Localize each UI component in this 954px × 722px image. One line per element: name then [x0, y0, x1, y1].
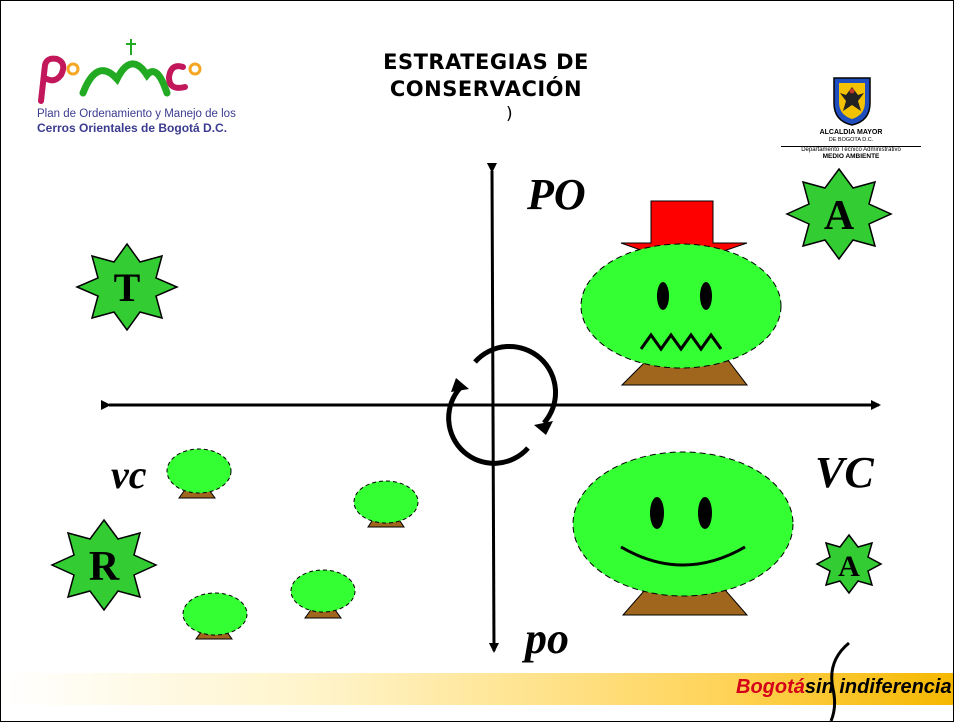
alcaldia-line3: Departamento Técnico Administrativo [781, 146, 921, 154]
footer-bar [1, 673, 953, 705]
brushstroke-icon [829, 641, 850, 721]
alcaldia-line4: MEDIO AMBIENTE [822, 153, 880, 160]
pomco-subtitle-line2: Cerros Orientales de Bogotá D.C. [37, 121, 228, 135]
star-badge-icon: A [785, 167, 893, 261]
star-badge-icon: A [815, 533, 883, 595]
footer-brand: Bogotásin indiferencia [736, 676, 952, 699]
page-title: ESTRATEGIAS DE CONSERVACIÓN [383, 50, 589, 101]
sad-tree-icon [580, 243, 782, 386]
alcaldia-line1: ALCALDIA MAYOR [819, 129, 883, 136]
svg-text:A: A [838, 550, 860, 583]
label-po-high: PO [527, 170, 586, 219]
pomco-logo-icon [38, 39, 202, 104]
label-po-low: po [525, 614, 569, 663]
label-vc-high: VC [815, 448, 874, 497]
svg-text:R: R [89, 544, 120, 590]
rotation-arrows-icon [446, 343, 559, 466]
small-tree-icon [290, 569, 356, 619]
small-tree-icon [182, 592, 248, 640]
small-tree-icon [166, 448, 232, 499]
alcaldia-line2: DE BOGOTA D.C. [828, 137, 874, 143]
star-badge-icon: R [50, 518, 158, 612]
svg-text:T: T [114, 265, 141, 310]
small-tree-icon [353, 480, 419, 528]
svg-text:A: A [824, 193, 855, 239]
footer-brand-part2: sin indiferencia [804, 676, 952, 698]
happy-tree-icon [572, 451, 794, 616]
vertical-axis [486, 162, 499, 653]
label-vc-low: vc [111, 452, 147, 497]
coat-of-arms-icon [833, 77, 871, 126]
footer-brand-part1: Bogotá [736, 676, 805, 698]
title-suffix: ) [506, 104, 513, 124]
star-badge-icon: T [75, 242, 179, 332]
pomco-subtitle-line1: Plan de Ordenamiento y Manejo de los [37, 108, 236, 120]
